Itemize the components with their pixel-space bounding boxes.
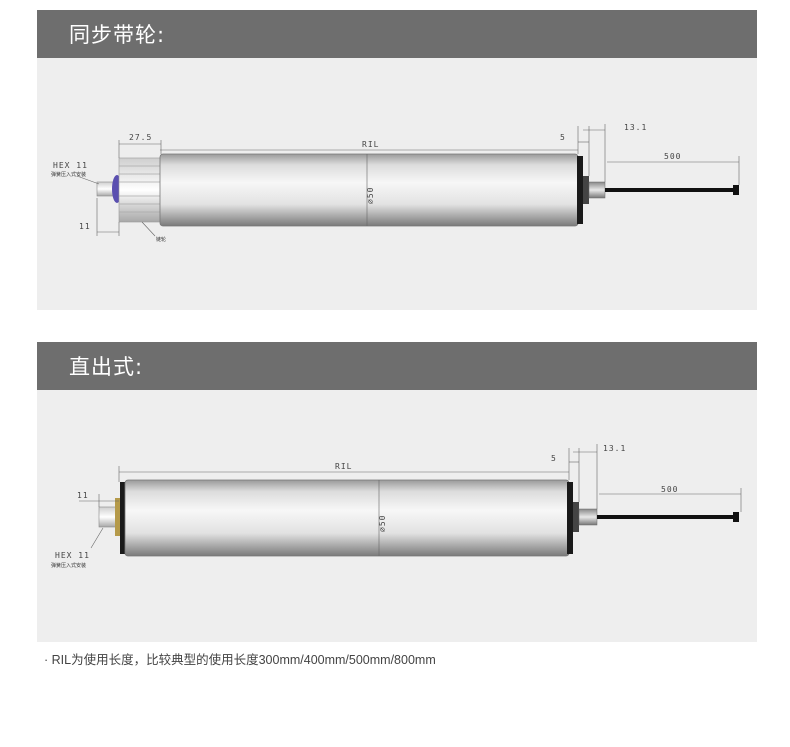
spring-note: 弹簧压入式安装 bbox=[51, 562, 86, 569]
diagram-panel-direct: RIL 5 13.1 500 11 ⌀50 HEX 11 弹簧压入式安装 bbox=[37, 390, 757, 642]
dim-27-5: 27.5 bbox=[129, 133, 152, 142]
timing-pulley bbox=[118, 157, 162, 223]
section-header-direct: 直出式: bbox=[37, 342, 757, 390]
dim-11: 11 bbox=[79, 222, 91, 231]
end-nut bbox=[573, 502, 579, 532]
dim-phi50: ⌀50 bbox=[366, 187, 375, 204]
dim-500: 500 bbox=[664, 152, 681, 161]
cable-end bbox=[733, 512, 739, 522]
hex-shaft bbox=[98, 506, 118, 528]
dim-ril: RIL bbox=[335, 462, 352, 471]
section-title: 直出式: bbox=[69, 355, 144, 379]
dim-5: 5 bbox=[551, 454, 557, 463]
dim-13-1: 13.1 bbox=[603, 444, 626, 453]
threaded-connector bbox=[578, 508, 598, 526]
roller-tube bbox=[124, 479, 570, 557]
diagram-panel-timing-pulley: 27.5 RIL 5 13.1 500 11 ⌀50 HEX 11 弹簧压入式安… bbox=[37, 58, 757, 310]
dim-13-1: 13.1 bbox=[624, 123, 647, 132]
gear-note: 链轮 bbox=[156, 236, 166, 243]
end-nut bbox=[583, 176, 589, 204]
cable bbox=[597, 515, 735, 519]
dim-11: 11 bbox=[77, 491, 89, 500]
dim-ril: RIL bbox=[362, 140, 379, 149]
dim-500: 500 bbox=[661, 485, 678, 494]
bearing-cap bbox=[115, 498, 121, 536]
dimension-lines bbox=[79, 444, 742, 556]
section-header-timing-pulley: 同步带轮: bbox=[37, 10, 757, 58]
spring-note: 弹簧压入式安装 bbox=[51, 171, 86, 178]
end-cap bbox=[567, 482, 573, 554]
hex-label: HEX 11 bbox=[53, 161, 88, 170]
roller-diagram-direct: RIL 5 13.1 500 11 ⌀50 HEX 11 弹簧压入式安装 bbox=[51, 444, 742, 569]
cable bbox=[605, 188, 735, 192]
cable-end bbox=[733, 185, 739, 195]
roller-diagram-timing-pulley: 27.5 RIL 5 13.1 500 11 ⌀50 HEX 11 弹簧压入式安… bbox=[51, 123, 740, 243]
dimension-lines bbox=[76, 124, 740, 237]
left-end-cap bbox=[120, 482, 126, 554]
threaded-connector bbox=[588, 181, 606, 199]
dim-phi50: ⌀50 bbox=[378, 515, 387, 532]
footnote: · RIL为使用长度，比较典型的使用长度300mm/400mm/500mm/80… bbox=[44, 653, 436, 667]
section-title: 同步带轮: bbox=[69, 23, 166, 47]
end-cap bbox=[577, 156, 583, 224]
hex-label: HEX 11 bbox=[55, 551, 90, 560]
dim-5: 5 bbox=[560, 133, 566, 142]
